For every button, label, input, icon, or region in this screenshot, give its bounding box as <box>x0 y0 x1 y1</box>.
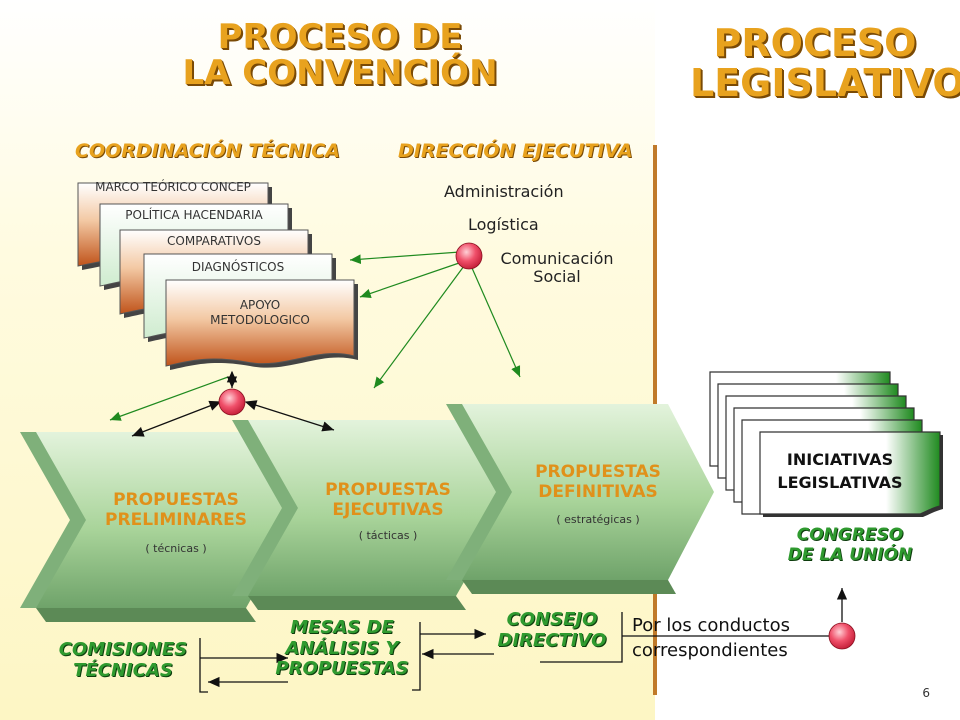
chevron-title-definitivas: PROPUESTAS DEFINITIVAS <box>508 462 688 503</box>
node-coordinacion <box>218 388 246 416</box>
arrow-to-documents <box>359 261 463 299</box>
subhead-direccion-ejecutiva: DIRECCIÓN EJECUTIVA <box>398 140 633 162</box>
title-line: LEGISLATIVO <box>690 60 960 105</box>
label-line: correspondientes <box>632 640 788 662</box>
chevron-title-line: DEFINITIVAS <box>538 482 658 503</box>
node-conductos <box>828 622 856 650</box>
label-line: ANÁLISIS Y <box>285 637 399 659</box>
document-apoyo-metodologico <box>165 279 358 370</box>
doc-label-comparativos: COMPARATIVOS <box>167 234 261 248</box>
label-line: TÉCNICAS <box>73 659 173 681</box>
label-iniciativas-legislativas: INICIATIVAS LEGISLATIVAS <box>760 448 920 494</box>
title-line: LA CONVENCIÓN <box>182 52 498 93</box>
label-line: CONGRESO <box>796 525 904 545</box>
label-mesas-de-analisis: MESAS DE ANÁLISIS Y PROPUESTAS <box>262 617 422 680</box>
chevron-title-line: PRELIMINARES <box>105 510 247 531</box>
chevron-propuestas-ejecutivas <box>232 420 506 610</box>
arrow-down-right <box>471 267 521 378</box>
bracket-comisiones <box>199 638 208 693</box>
arrow-node-ejecutivas <box>244 400 335 432</box>
chevron-propuestas-definitivas <box>446 404 714 594</box>
chevron-title-line: PROPUESTAS <box>325 480 451 500</box>
iniciativas-stack <box>709 371 943 517</box>
title-line: PROCESO DE <box>217 17 463 57</box>
label-por-los-conductos: Por los conductos correspondientes <box>632 613 790 663</box>
label-line: Social <box>533 266 581 286</box>
label-line: MESAS DE <box>290 617 394 638</box>
label-line: CONSEJO <box>506 609 598 630</box>
doc-label-marco-teorico: MARCO TEÓRICO CONCEP <box>95 180 251 194</box>
title-line: PROCESO <box>713 21 917 65</box>
title-proceso-legislativo: PROCESO LEGISLATIVO <box>690 21 960 105</box>
label-line: DE LA UNIÓN <box>787 544 913 565</box>
title-proceso-convencion: PROCESO DE LA CONVENCIÓN <box>160 17 520 93</box>
chevron-sub-preliminares: ( técnicas ) <box>145 542 207 555</box>
chevron-propuestas-preliminares <box>20 432 296 622</box>
subhead-coordinacion-tecnica: COORDINACIÓN TÉCNICA <box>75 140 340 162</box>
page-number: 6 <box>922 686 930 700</box>
label-line: INICIATIVAS <box>786 450 894 469</box>
label-congreso-de-la-union: CONGRESO DE LA UNIÓN <box>760 525 940 565</box>
label-line: PROPUESTAS <box>275 658 409 680</box>
label-line: Por los conductos <box>632 615 790 636</box>
arrow-node-preliminares <box>131 400 222 437</box>
chevron-title-ejecutivas: PROPUESTAS EJECUTIVAS <box>298 480 478 521</box>
arrow-down-left <box>373 265 465 389</box>
direccion-arrows <box>109 251 521 421</box>
doc-label-diagnosticos: DIAGNÓSTICOS <box>191 260 285 274</box>
bracket-consejo <box>540 612 623 663</box>
label-line: LEGISLATIVAS <box>777 473 903 493</box>
chevron-sub-ejecutivas: ( tácticas ) <box>358 529 418 542</box>
node-direccion <box>455 242 483 270</box>
chevron-title-line: PROPUESTAS <box>535 462 661 482</box>
chevron-sub-definitivas: ( estratégicas ) <box>556 513 640 526</box>
label-line: COMISIONES <box>58 639 188 660</box>
label-logistica: Logística <box>468 215 539 234</box>
chevron-title-preliminares: PROPUESTAS PRELIMINARES <box>86 490 266 531</box>
chevron-title-line: PROPUESTAS <box>113 490 239 510</box>
doc-label-politica-hacendaria: POLÍTICA HACENDARIA <box>125 208 263 222</box>
doc-label-apoyo-metodologico: APOYO METODOLOGICO <box>166 298 354 328</box>
label-line: DIRECTIVO <box>497 629 607 651</box>
arrow-to-preliminares <box>109 376 229 421</box>
chevron-title-line: EJECUTIVAS <box>332 500 444 521</box>
label-consejo-directivo: CONSEJO DIRECTIVO <box>482 609 622 651</box>
black-arrows <box>131 370 848 693</box>
doc-label-line: APOYO <box>239 298 281 312</box>
label-comunicacion-social: Comunicación Social <box>482 250 632 285</box>
bracket-mesas <box>412 622 421 691</box>
doc-label-line: METODOLOGICO <box>210 313 310 327</box>
document-stack <box>77 182 358 370</box>
label-administracion: Administración <box>444 182 564 201</box>
label-comisiones-tecnicas: COMISIONES TÉCNICAS <box>48 639 198 681</box>
arrow-to-documents <box>349 251 461 265</box>
label-line: Comunicación <box>500 249 614 268</box>
